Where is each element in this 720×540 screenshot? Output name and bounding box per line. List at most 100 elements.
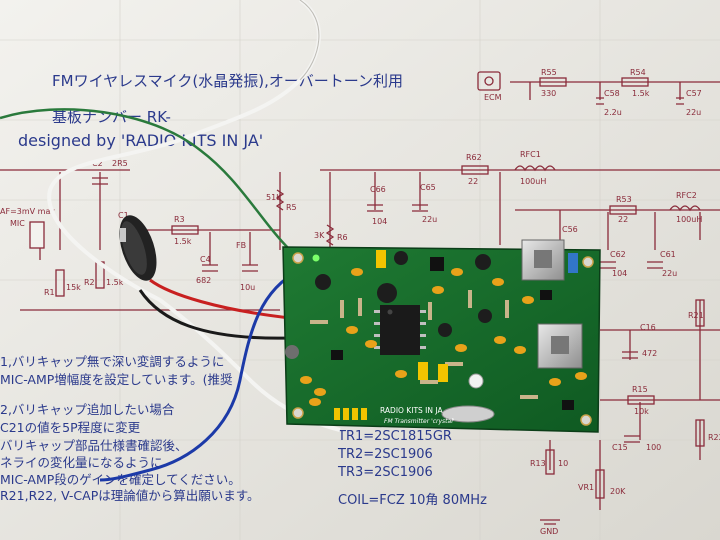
- pcb-board: RADIO KITS IN JA FM Transmitter 'crystal…: [282, 239, 601, 433]
- label-r2: R2: [84, 278, 95, 287]
- paper-notes: 1,バリキャップ無で深い変調するように MIC-AMP増幅度を設定しています。(…: [0, 354, 260, 503]
- label-c61-val: 22u: [662, 269, 677, 278]
- ic-chip: [380, 305, 420, 355]
- coil-note: COIL=FCZ 10角 80MHz: [338, 493, 487, 508]
- label-c16: C16: [640, 323, 656, 332]
- black-wire: [138, 289, 291, 340]
- label-r55: R55: [541, 68, 557, 77]
- label-r13-val: 10: [558, 459, 568, 468]
- paper-heading: FMワイヤレスマイク(水晶発振),オーバートーン利用 基板ナンバー RK- de…: [18, 72, 403, 150]
- label-r54-val: 1.5k: [632, 89, 650, 98]
- label-r2-val: 1.5k: [106, 278, 124, 287]
- label-c66: C66: [370, 185, 386, 194]
- label-r6-val: 3K: [314, 231, 325, 240]
- note-line-4: C21の値を5P程度に変更: [0, 420, 141, 435]
- label-c2: C2: [92, 159, 103, 168]
- jumper-3: [438, 364, 448, 382]
- label-r5: R5: [286, 203, 297, 212]
- heading-line-1: FMワイヤレスマイク(水晶発振),オーバートーン利用: [52, 72, 403, 90]
- pcb-silk-title: RADIO KITS IN JA: [380, 406, 443, 415]
- label-c2-val: 2R5: [112, 159, 128, 168]
- crystal: [441, 405, 495, 423]
- label-rfc2: RFC2: [676, 191, 697, 200]
- resistors: [310, 290, 538, 399]
- schematic-labels: ECM R55 330 R54 1.5k C58 2.2u C57 22u R6…: [0, 68, 720, 536]
- label-ecm: ECM: [484, 93, 502, 102]
- label-r62: R62: [466, 153, 482, 162]
- label-c62: C62: [610, 250, 626, 259]
- label-r53: R53: [616, 195, 632, 204]
- trim-pot: [468, 373, 484, 389]
- label-r3: R3: [174, 215, 185, 224]
- electrolytic-caps: [285, 251, 492, 359]
- label-c16-val: 472: [642, 349, 657, 358]
- note-line-6: ネライの変化量になるように: [0, 455, 163, 470]
- label-r5-val: 51K: [266, 193, 282, 202]
- pcb-silk-subtitle: FM Transmitter 'crystal': [384, 418, 455, 425]
- label-c57-val: 22u: [686, 108, 701, 117]
- label-rfc1-val: 100uH: [520, 177, 546, 186]
- label-r54: R54: [630, 68, 646, 77]
- led: [312, 254, 320, 262]
- label-r1-val: 15k: [66, 283, 81, 292]
- label-c56: C56: [562, 225, 578, 234]
- schematic-wires: [0, 81, 720, 510]
- jumper-1: [376, 250, 386, 268]
- label-rfc2-val: 100uH: [676, 215, 702, 224]
- blue-wire: [99, 268, 301, 482]
- label-r3-val: 1.5k: [174, 237, 192, 246]
- jumper-2: [418, 362, 428, 380]
- white-wire-shadow: [299, 0, 320, 81]
- label-r15: R15: [632, 385, 648, 394]
- red-wire: [149, 278, 291, 320]
- label-c57: C57: [686, 89, 702, 98]
- note-line-7: MIC-AMP段のゲインを確定してください。: [0, 472, 241, 487]
- label-c15: C15: [612, 443, 628, 452]
- label-r21: R21: [688, 311, 704, 320]
- schematic-symbols: [29, 71, 705, 525]
- note-line-8: R21,R22, V-CAPは理論値から算出願います。: [0, 488, 260, 503]
- label-c61: C61: [660, 250, 676, 259]
- label-c65-val: 22u: [422, 215, 437, 224]
- transistors: [331, 257, 574, 410]
- label-r53-val: 22: [618, 215, 628, 224]
- trimmer-cap: [568, 253, 578, 273]
- label-r22: R22: [708, 433, 720, 442]
- label-c4-val: 682: [196, 276, 211, 285]
- label-mic: MIC: [10, 219, 25, 228]
- label-r55-val: 330: [541, 89, 556, 98]
- label-c58: C58: [604, 89, 620, 98]
- green-wire: [0, 108, 291, 251]
- label-vr1: VR1: [578, 483, 594, 492]
- note-line-1: 1,バリキャップ無で深い変調するように: [0, 354, 224, 369]
- label-r15-val: 10k: [634, 407, 649, 416]
- label-r13: R13: [530, 459, 546, 468]
- label-c3-val: 10u: [240, 283, 255, 292]
- label-c15-val: 100: [646, 443, 661, 452]
- label-c65: C65: [420, 183, 436, 192]
- ceramic-caps: [300, 268, 587, 406]
- note-line-3: 2,バリキャップ追加したい場合: [0, 402, 175, 417]
- label-vr1-val: 20K: [610, 487, 626, 496]
- label-c62-val: 104: [612, 269, 627, 278]
- label-c58-val: 2.2u: [604, 108, 622, 117]
- label-rfc1: RFC1: [520, 150, 541, 159]
- white-wire: [47, 0, 341, 432]
- label-c4: C4: [200, 255, 211, 264]
- tr-line-2: TR2=2SC1906: [337, 447, 433, 462]
- label-c1: C1: [118, 211, 129, 220]
- microphone-capsule: [119, 215, 157, 281]
- label-af: AF=3mV max: [0, 207, 55, 216]
- tr-line-1: TR1=2SC1815GR: [337, 429, 452, 444]
- tr-line-3: TR3=2SC1906: [337, 465, 433, 480]
- label-c66-val: 104: [372, 217, 387, 226]
- label-r6: R6: [337, 233, 348, 242]
- label-fb: FB: [236, 241, 246, 250]
- note-line-2: MIC-AMP増幅度を設定しています。(推奨: [0, 372, 233, 387]
- note-line-5: バリキャップ部品仕様書確認後、: [0, 438, 188, 453]
- label-r62-val: 22: [468, 177, 478, 186]
- transistor-list: TR1=2SC1815GR TR2=2SC1906 TR3=2SC1906 CO…: [337, 429, 487, 508]
- label-r1: R1: [44, 288, 55, 297]
